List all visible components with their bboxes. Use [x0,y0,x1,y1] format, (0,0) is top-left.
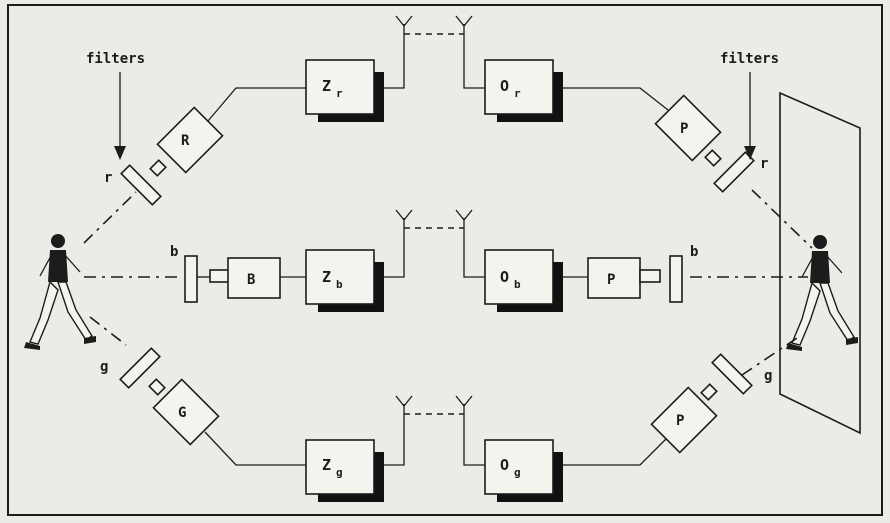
projector-P-mid-label: P [607,272,615,288]
filter-letter-right-r: r [760,156,768,172]
projection-screen [779,91,861,435]
projector-P-bot [650,386,718,454]
antenna-link-top [384,15,485,89]
svg-text:Z: Z [322,456,331,474]
filter-left-r [120,159,167,206]
filter-right-g [700,353,753,401]
filter-letter-left-r: r [104,170,112,186]
walking-person-left [24,234,96,350]
svg-text:b: b [514,278,521,291]
box-Og: O g [484,439,563,502]
filter-left-b [184,255,198,303]
filters-label-right: filters [720,51,779,67]
camera-G [152,378,220,446]
projector-P-top-label: P [680,121,688,137]
antenna-link-mid [384,209,485,278]
box-Ob: O b [484,249,563,312]
svg-text:O: O [500,268,509,286]
beam-left-green [89,316,127,346]
box-Zb: Z b [305,249,384,312]
filter-letter-right-b: b [690,244,698,260]
box-Or: O r [484,59,563,122]
box-Zg: Z g [305,439,384,502]
filter-left-g [119,347,166,396]
camera-B-label: B [247,272,255,288]
outer-frame [7,4,883,516]
camera-B [227,257,281,299]
projector-P-bot-label: P [676,413,684,429]
svg-text:r: r [336,87,343,100]
svg-text:Z: Z [322,268,331,286]
antenna-link-bot [384,395,485,466]
svg-text:g: g [336,466,343,479]
camera-R-label: R [181,133,190,149]
filter-letter-left-b: b [170,244,178,260]
svg-text:O: O [500,456,509,474]
camera-R [156,106,224,174]
walking-person-right [786,235,858,351]
beam-left-red [83,191,137,244]
svg-text:O: O [500,77,509,95]
projector-P-top [654,94,722,162]
beam-right-red [751,189,813,249]
camera-G-label: G [178,405,186,421]
beam-right-green [741,335,801,376]
svg-text:Z: Z [322,77,331,95]
filter-letter-left-g: g [100,359,108,375]
box-Zr: Z r [305,59,384,122]
filter-right-b [669,255,683,303]
filter-right-r [704,149,755,193]
filters-label-left: filters [86,51,145,67]
svg-text:g: g [514,466,521,479]
filter-letter-right-g: g [764,368,772,384]
svg-text:r: r [514,87,521,100]
svg-text:b: b [336,278,343,291]
